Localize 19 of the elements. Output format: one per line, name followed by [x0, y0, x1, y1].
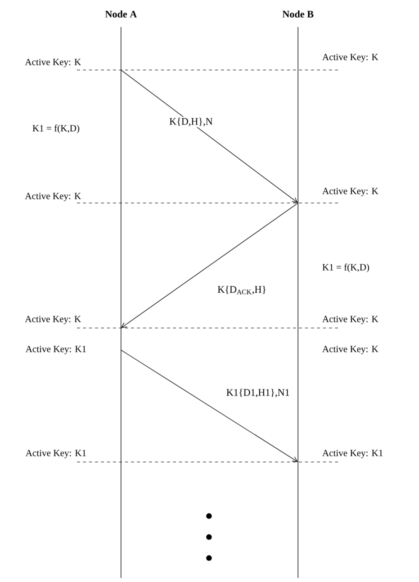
state-label: K1 = f(K,D)	[32, 124, 80, 134]
state-label: Active Key: K	[25, 58, 81, 68]
lifeline: Node A	[105, 10, 137, 578]
state-label: K1 = f(K,D)	[322, 264, 370, 272]
state-label: Active Key: K1	[26, 346, 86, 354]
state-label: Active Key: K1	[26, 450, 86, 458]
state-label: Active Key: K1	[322, 450, 383, 458]
state-label: Active Key: K	[322, 188, 378, 196]
state-label: Active Key: K	[322, 54, 378, 62]
state-label: Active Key: K	[25, 316, 81, 324]
edge-label: K{D,H},N	[168, 116, 214, 128]
state-label: Active Key: K	[322, 316, 378, 324]
edge-label: K{D$_{ACK}$,H}	[216, 284, 268, 296]
edge-label: K1{D1,H1},N1	[225, 388, 291, 398]
arrow	[120, 350, 298, 462]
state-label: Active Key: K	[25, 192, 81, 202]
arrow	[121, 202, 298, 328]
arrow	[120, 70, 298, 203]
state-label: Active Key: K	[322, 346, 378, 354]
